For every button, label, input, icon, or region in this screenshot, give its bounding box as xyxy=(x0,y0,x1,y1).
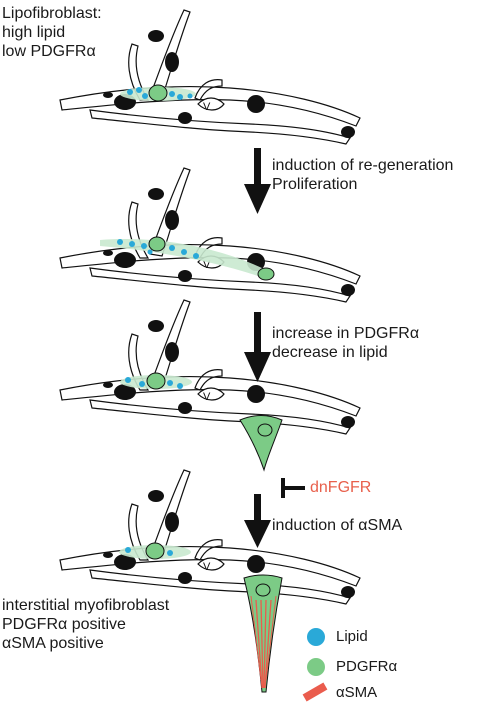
stage-pdgfra-increase xyxy=(59,299,361,472)
arrow-2 xyxy=(244,312,271,382)
dnfgfr-label: dnFGFR xyxy=(310,479,372,496)
step1-label: induction of re-generation Proliferation xyxy=(272,157,454,193)
pdgfra-dot-icon xyxy=(307,658,325,676)
stage-lipofibroblast xyxy=(59,9,361,145)
lipofibroblast-label: Lipofibroblast: high lipid low PDGFRα xyxy=(2,5,102,60)
lipid-dot-icon xyxy=(307,628,325,646)
inhibitor-symbol xyxy=(281,478,305,498)
stage-regeneration xyxy=(59,167,361,303)
legend-pdgfra-label: PDGFRα xyxy=(336,658,398,675)
step2-label: increase in PDGFRα decrease in lipid xyxy=(272,325,420,361)
myofibroblast-label: interstitial myofibroblast PDGFRα positi… xyxy=(2,597,170,652)
legend-lipid-label: Lipid xyxy=(336,628,368,645)
asma-bar-icon xyxy=(302,682,328,702)
legend-asma-label: αSMA xyxy=(336,684,378,701)
arrow-3 xyxy=(244,494,271,548)
step3-label: induction of αSMA xyxy=(272,517,403,534)
stage-myofibroblast xyxy=(59,469,361,693)
arrow-1 xyxy=(244,148,271,214)
